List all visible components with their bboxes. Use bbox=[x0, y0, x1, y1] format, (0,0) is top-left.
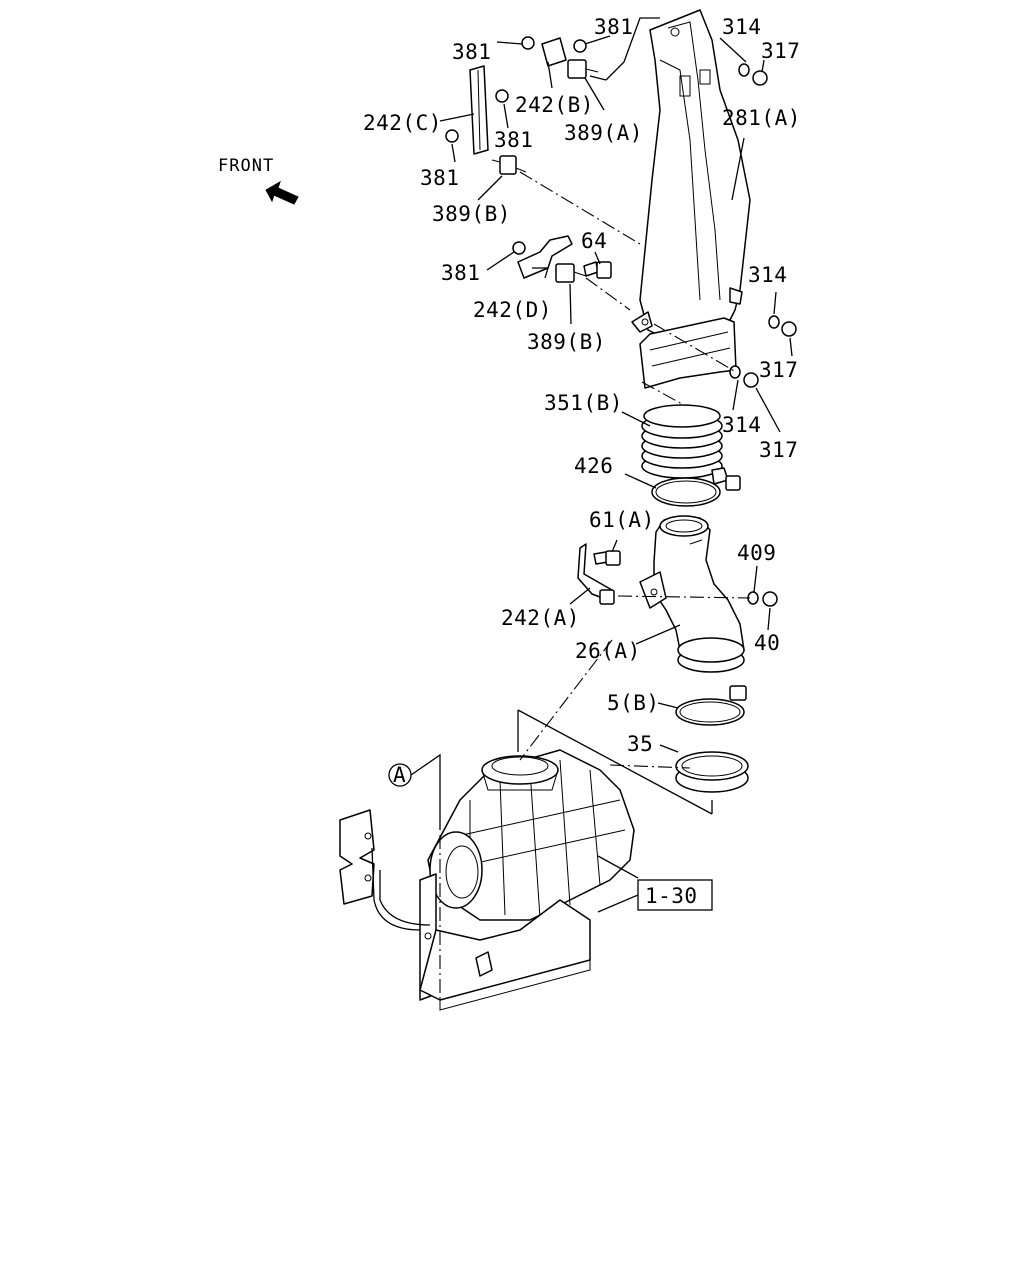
label-389b: 389(B) bbox=[432, 202, 511, 226]
label-317: 317 bbox=[759, 438, 798, 462]
nut-40-icon bbox=[762, 591, 778, 607]
nut-381-icon bbox=[445, 129, 459, 143]
label-409: 409 bbox=[737, 541, 776, 565]
circle-ref-label: A bbox=[393, 763, 406, 787]
bracket-242b bbox=[541, 37, 567, 67]
clamp-5b bbox=[675, 685, 747, 726]
washer-314-icon bbox=[768, 315, 780, 329]
label-64: 64 bbox=[581, 229, 607, 253]
label-242d: 242(D) bbox=[473, 298, 552, 322]
nut-381-icon bbox=[573, 39, 587, 53]
label-242a: 242(A) bbox=[501, 606, 580, 630]
bracket-242c bbox=[469, 65, 489, 155]
label-381: 381 bbox=[420, 166, 459, 190]
label-426: 426 bbox=[574, 454, 613, 478]
label-314: 314 bbox=[722, 15, 761, 39]
bolt-61a bbox=[593, 550, 621, 566]
nut-381-icon bbox=[495, 89, 509, 103]
label-242c: 242(C) bbox=[363, 111, 442, 135]
label-61a: 61(A) bbox=[589, 508, 655, 532]
ring-35 bbox=[675, 751, 749, 793]
label-351b: 351(B) bbox=[544, 391, 623, 415]
label-381: 381 bbox=[494, 128, 533, 152]
washer-314-icon bbox=[738, 63, 750, 77]
label-314: 314 bbox=[722, 413, 761, 437]
mount-389b-lower bbox=[555, 263, 587, 283]
label-314: 314 bbox=[748, 263, 787, 287]
ref-box-label: 1-30 bbox=[645, 884, 698, 908]
nut-317-icon bbox=[743, 372, 759, 388]
label-281a: 281(A) bbox=[722, 106, 801, 130]
label-242b: 242(B) bbox=[515, 93, 594, 117]
mount-389a bbox=[567, 59, 599, 79]
nut-317-icon bbox=[752, 70, 768, 86]
clamp-426 bbox=[651, 467, 741, 507]
label-317: 317 bbox=[759, 358, 798, 382]
label-35: 35 bbox=[627, 732, 653, 756]
label-389b: 389(B) bbox=[527, 330, 606, 354]
washer-314-icon bbox=[729, 365, 741, 379]
nut-381-icon bbox=[512, 241, 526, 255]
duct-281a bbox=[631, 9, 751, 389]
mount-389b-upper bbox=[491, 155, 527, 175]
bolt-64 bbox=[583, 261, 612, 279]
nut-381-icon bbox=[521, 36, 535, 50]
air-cleaner-assembly bbox=[339, 749, 635, 1011]
label-381: 381 bbox=[594, 15, 633, 39]
label-40: 40 bbox=[754, 631, 780, 655]
nut-317-icon bbox=[781, 321, 797, 337]
label-5b: 5(B) bbox=[607, 691, 660, 715]
elbow-26a bbox=[639, 515, 745, 673]
bolt-icon bbox=[599, 589, 615, 605]
bellows-351b bbox=[641, 404, 723, 479]
label-381: 381 bbox=[441, 261, 480, 285]
front-label: FRONT bbox=[218, 156, 274, 176]
label-317: 317 bbox=[761, 39, 800, 63]
label-389a: 389(A) bbox=[564, 121, 643, 145]
bracket-242d bbox=[517, 235, 573, 279]
label-381: 381 bbox=[452, 40, 491, 64]
front-arrow-icon bbox=[265, 180, 299, 205]
label-26a: 26(A) bbox=[575, 639, 641, 663]
